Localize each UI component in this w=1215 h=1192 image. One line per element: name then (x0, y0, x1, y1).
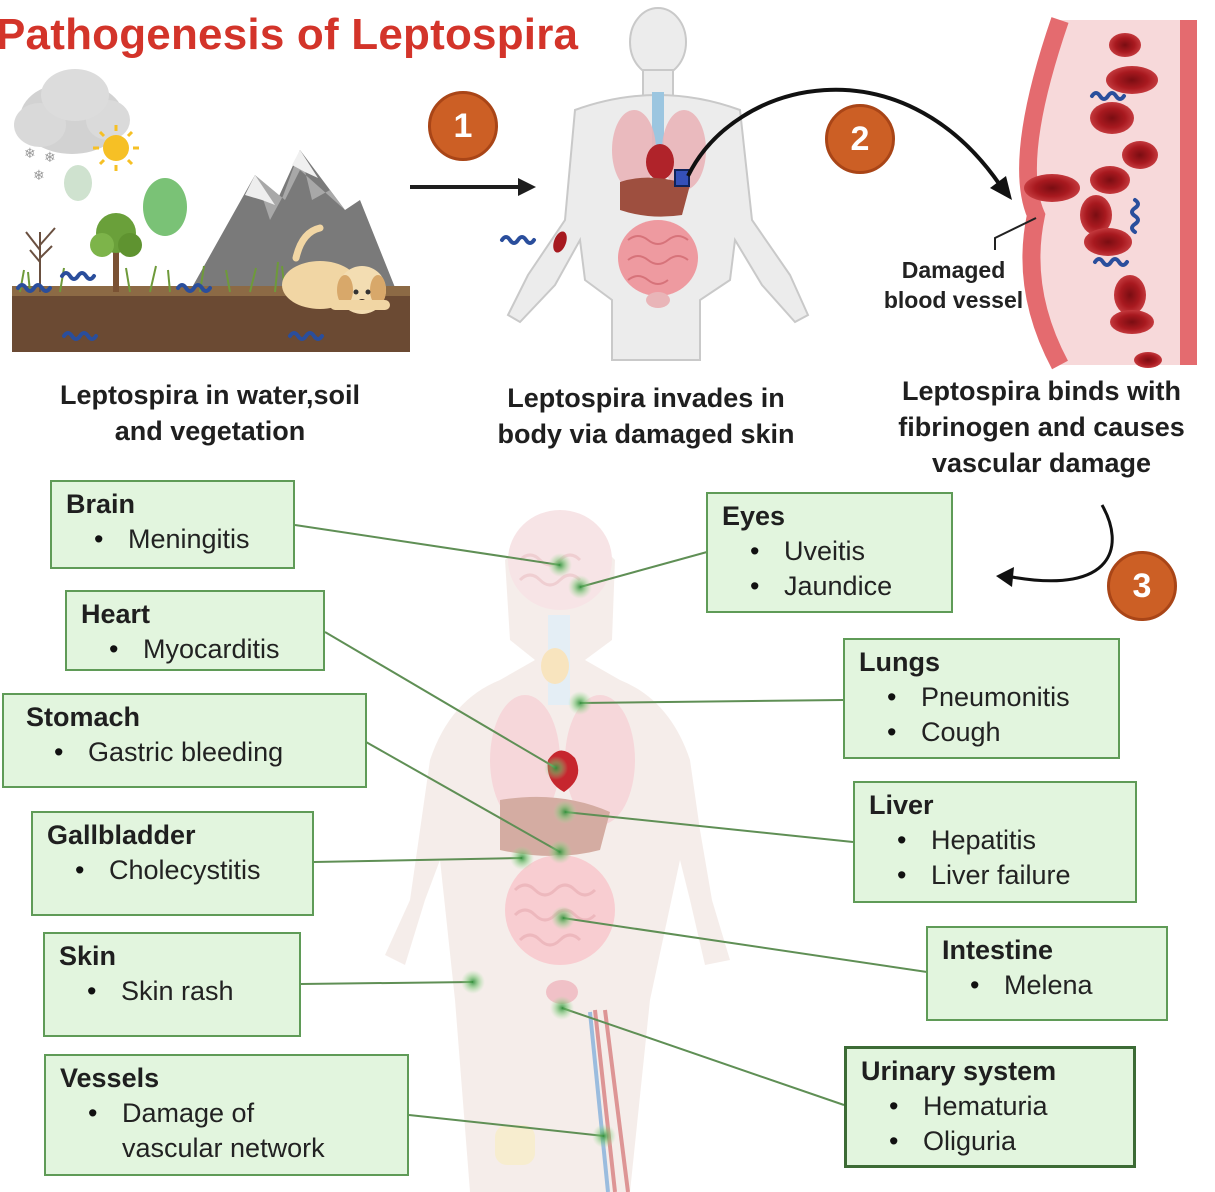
organ-name: Heart (81, 598, 309, 630)
highlight-vessels (592, 1124, 616, 1148)
organ-effect: Oliguria (923, 1124, 1119, 1159)
svg-text:❄: ❄ (33, 167, 45, 183)
highlight-brain (548, 553, 572, 577)
highlight-urinary (550, 996, 574, 1020)
skin-entry-marker (675, 170, 689, 186)
connector-skin (301, 982, 473, 984)
organ-name: Skin (59, 940, 285, 972)
step-1-badge: 1 (428, 91, 498, 161)
highlight-gallbladder (510, 846, 534, 870)
highlight-skin (461, 970, 485, 994)
caption-line: Leptospira in water,soil (20, 377, 400, 413)
organ-name: Gallbladder (47, 819, 298, 851)
step-2-badge: 2 (825, 104, 895, 174)
organ-effect: Hematuria (923, 1089, 1119, 1124)
blood-vessel-icon (995, 20, 1197, 368)
svg-text:❄: ❄ (44, 149, 56, 165)
organ-name: Eyes (722, 500, 937, 532)
caption-line: Leptospira binds with (868, 373, 1215, 409)
organ-effect: Uveitis (784, 534, 937, 569)
organ-effect: Jaundice (784, 569, 937, 604)
organ-effect: Meningitis (128, 522, 279, 557)
organ-effect: Hepatitis (931, 823, 1121, 858)
organ-effect: Cholecystitis (109, 853, 298, 888)
highlight-intestine (551, 906, 575, 930)
organ-effect: Myocarditis (143, 632, 309, 667)
organ-box-liver: Liver Hepatitis Liver failure (853, 781, 1137, 903)
environment-scene: ❄ ❄ ❄ (12, 69, 410, 352)
caption-line: vascular damage (868, 445, 1215, 481)
bare-tree-icon (26, 228, 55, 292)
organ-effect: Skin rash (121, 974, 285, 1009)
organ-effect: Melena (1004, 968, 1152, 1003)
organ-name: Brain (66, 488, 279, 520)
organ-box-lungs: Lungs Pneumonitis Cough (843, 638, 1120, 759)
step-3-badge: 3 (1107, 551, 1177, 621)
highlight-lungs (568, 691, 592, 715)
organ-box-intestine: Intestine Melena (926, 926, 1168, 1021)
organ-box-brain: Brain Meningitis (50, 480, 295, 569)
organ-name: Vessels (60, 1062, 393, 1094)
highlight-eyes (568, 575, 592, 599)
leptospira-bacteria-icon (502, 237, 534, 243)
highlight-heart (544, 756, 568, 780)
human-body-icon (502, 8, 808, 360)
caption-binding: Leptospira binds with fibrinogen and cau… (868, 373, 1215, 481)
caption-line: body via damaged skin (452, 416, 840, 452)
organ-effect: Gastric bleeding (88, 735, 351, 770)
organ-effect-line: vascular network (122, 1131, 393, 1166)
curved-arrow-icon (996, 505, 1112, 587)
damaged-vessel-label-line: blood vessel (866, 285, 1041, 315)
tree-icon (90, 213, 142, 292)
snowflake-icon: ❄ ❄ ❄ (24, 145, 56, 183)
organ-effect-line: Damage of (122, 1096, 393, 1131)
organ-effect: Damage of vascular network (122, 1096, 393, 1166)
damaged-vessel-label: Damaged blood vessel (866, 255, 1041, 315)
organ-box-urinary-system: Urinary system Hematuria Oliguria (844, 1046, 1136, 1168)
caption-line: fibrinogen and causes (868, 409, 1215, 445)
caption-invasion: Leptospira invades in body via damaged s… (452, 380, 840, 452)
organ-effect: Cough (921, 715, 1104, 750)
caption-line: and vegetation (20, 413, 400, 449)
green-drop (143, 178, 187, 236)
organ-box-gallbladder: Gallbladder Cholecystitis (31, 811, 314, 916)
highlight-stomach (548, 840, 572, 864)
caption-environment: Leptospira in water,soil and vegetation (20, 377, 400, 449)
organ-name: Intestine (942, 934, 1152, 966)
organ-name: Lungs (859, 646, 1104, 678)
organ-box-heart: Heart Myocarditis (65, 590, 325, 671)
arrow-right-icon (410, 178, 536, 196)
organ-name: Stomach (26, 701, 351, 733)
caption-line: Leptospira invades in (452, 380, 840, 416)
organ-effect: Pneumonitis (921, 680, 1104, 715)
hail-drop (64, 165, 92, 201)
organ-box-skin: Skin Skin rash (43, 932, 301, 1037)
organ-box-vessels: Vessels Damage of vascular network (44, 1054, 409, 1176)
page-title: Pathogenesis of Leptospira (0, 10, 578, 60)
svg-text:❄: ❄ (24, 145, 36, 161)
damaged-vessel-label-line: Damaged (866, 255, 1041, 285)
organ-name: Liver (869, 789, 1121, 821)
organ-box-stomach: Stomach Gastric bleeding (2, 693, 367, 788)
organ-box-eyes: Eyes Uveitis Jaundice (706, 492, 953, 613)
highlight-liver (553, 800, 577, 824)
organ-effect: Liver failure (931, 858, 1121, 893)
organ-name: Urinary system (861, 1055, 1119, 1087)
